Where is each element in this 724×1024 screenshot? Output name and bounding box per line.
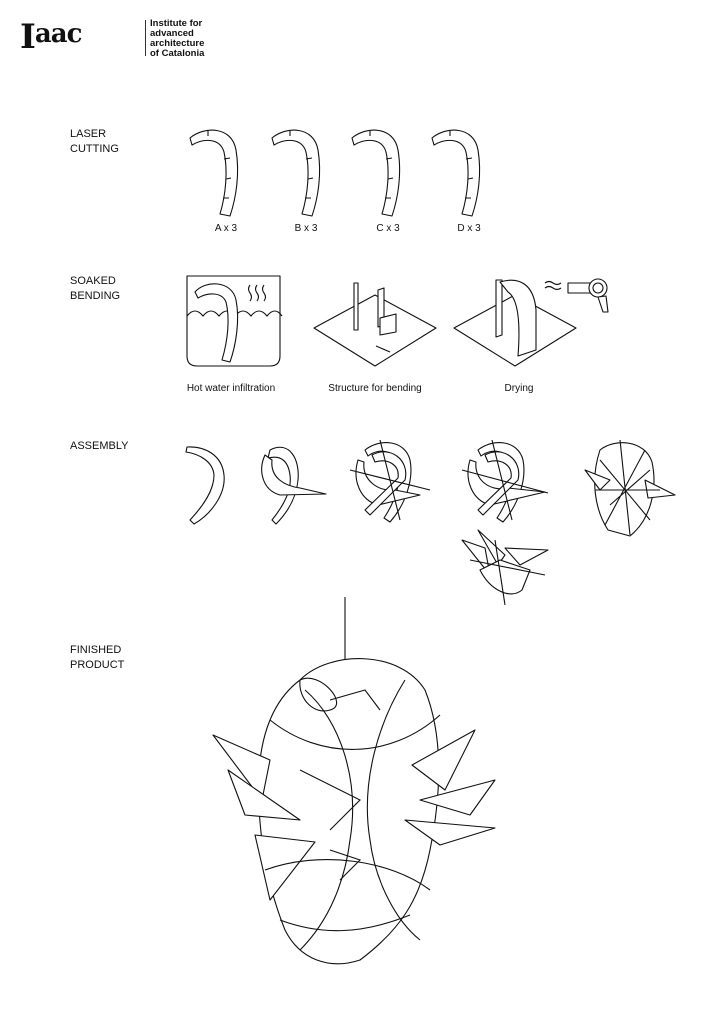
bending-structure-illustration — [313, 282, 437, 367]
piece-caption-d: D x 3 — [457, 223, 481, 234]
assembly-stage-3 — [349, 439, 431, 523]
section-label-laser-cutting: LASER CUTTING — [70, 127, 119, 157]
piece-d — [431, 129, 481, 217]
logo-text: Institute for advanced architecture of C… — [150, 19, 204, 59]
label-line: PRODUCT — [70, 659, 125, 671]
step-caption-drying: Drying — [504, 383, 534, 394]
label-line: LASER — [70, 128, 107, 140]
piece-caption-c: C x 3 — [376, 223, 400, 234]
section-label-finished-product: FINISHED PRODUCT — [70, 643, 124, 673]
finished-lamp-illustration — [212, 597, 496, 965]
logo-line: advanced — [150, 28, 194, 39]
piece-caption-b: B x 3 — [294, 223, 318, 234]
assembly-stage-1 — [185, 446, 225, 525]
logo-line: Institute for — [150, 18, 203, 29]
hot-water-illustration — [186, 275, 283, 367]
logo-divider — [145, 20, 146, 56]
label-line: FINISHED — [70, 644, 122, 656]
logo-line: of Catalonia — [150, 48, 205, 59]
assembly-stage-5 — [584, 439, 676, 537]
section-label-soaked-bending: SOAKED BENDING — [70, 274, 120, 304]
label-line: BENDING — [70, 290, 121, 302]
assembly-stage-4 — [461, 439, 549, 523]
label-line: SOAKED — [70, 275, 116, 287]
section-label-assembly: ASSEMBLY — [70, 440, 129, 452]
logo-line: architecture — [150, 38, 205, 49]
piece-c — [351, 129, 401, 217]
piece-a — [189, 129, 239, 217]
assembly-stage-4-bottom — [461, 529, 549, 606]
assembly-stage-2 — [261, 446, 327, 525]
label-line: CUTTING — [70, 143, 119, 155]
piece-b — [271, 129, 321, 217]
step-caption-hot-water: Hot water infiltration — [186, 383, 276, 394]
piece-caption-a: A x 3 — [214, 223, 238, 234]
iaac-logo: Iaac — [20, 17, 82, 57]
step-caption-structure: Structure for bending — [328, 383, 422, 394]
drying-illustration — [453, 278, 609, 367]
